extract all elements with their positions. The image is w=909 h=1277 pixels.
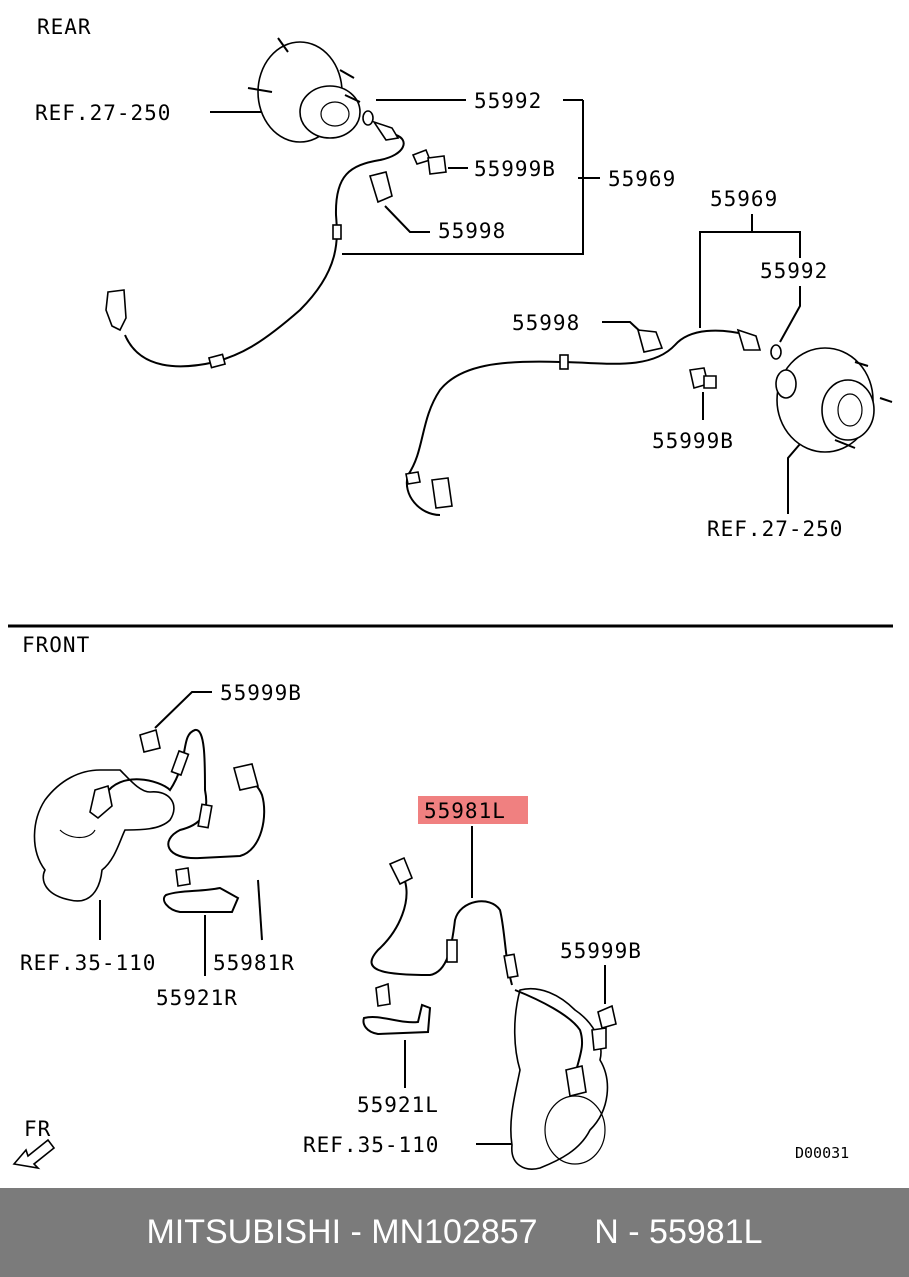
part-label-55992-rear-left: 55992	[474, 89, 542, 113]
bracket-55969-rear-left	[342, 100, 584, 255]
part-label-55981l[interactable]: 55981L	[424, 799, 506, 823]
part-label-55999b-rear-left: 55999B	[474, 157, 556, 181]
rear-left-hub-drawing	[247, 37, 361, 143]
bracket-55969-rear-right	[699, 214, 801, 328]
footer-brand-part-number: MITSUBISHI - MN102857	[146, 1213, 538, 1251]
fr-label: FR	[24, 1117, 51, 1141]
front-direction-arrow-icon	[12, 1138, 56, 1170]
ref-label-front-right: REF.35-110	[303, 1133, 439, 1157]
front-section-title: FRONT	[22, 633, 90, 657]
front-right-knuckle-drawing	[510, 987, 617, 1170]
rear-section-title: REAR	[37, 15, 92, 39]
part-label-55999b-front-right: 55999B	[560, 939, 642, 963]
highlight-55981l	[418, 796, 528, 824]
part-label-55981r: 55981R	[213, 951, 295, 975]
rear-left-sensor-cable	[105, 110, 447, 369]
parts-diagram: REAR REF.27-250 55992 55999B 55969 55998…	[8, 15, 893, 1170]
part-label-55969-rear-left: 55969	[608, 167, 676, 191]
part-label-55969-rear-right: 55969	[710, 187, 778, 211]
part-label-55921l: 55921L	[357, 1093, 439, 1117]
front-left-knuckle-drawing	[33, 769, 175, 902]
ref-label-rear-left: REF.27-250	[35, 101, 171, 125]
part-label-55999b-front-left: 55999B	[220, 681, 302, 705]
part-label-55999b-rear-right: 55999B	[652, 429, 734, 453]
front-left-sensor-cable	[89, 728, 266, 913]
part-label-55998-rear-right: 55998	[512, 311, 580, 335]
footer-part-code: N - 55981L	[594, 1213, 763, 1251]
drawing-code: D00031	[795, 1144, 849, 1162]
ref-label-rear-right: REF.27-250	[707, 517, 843, 541]
front-right-sensor-cable	[362, 856, 519, 1036]
part-info-footer: MITSUBISHI - MN102857 N - 55981L	[0, 1188, 909, 1277]
ref-label-front-left: REF.35-110	[20, 951, 156, 975]
part-label-55921r: 55921R	[156, 986, 238, 1010]
rear-right-hub-drawing	[775, 347, 893, 453]
part-label-55992-rear-right: 55992	[760, 259, 828, 283]
part-label-55998-rear-left: 55998	[438, 219, 506, 243]
rear-right-sensor-cable	[405, 328, 782, 516]
